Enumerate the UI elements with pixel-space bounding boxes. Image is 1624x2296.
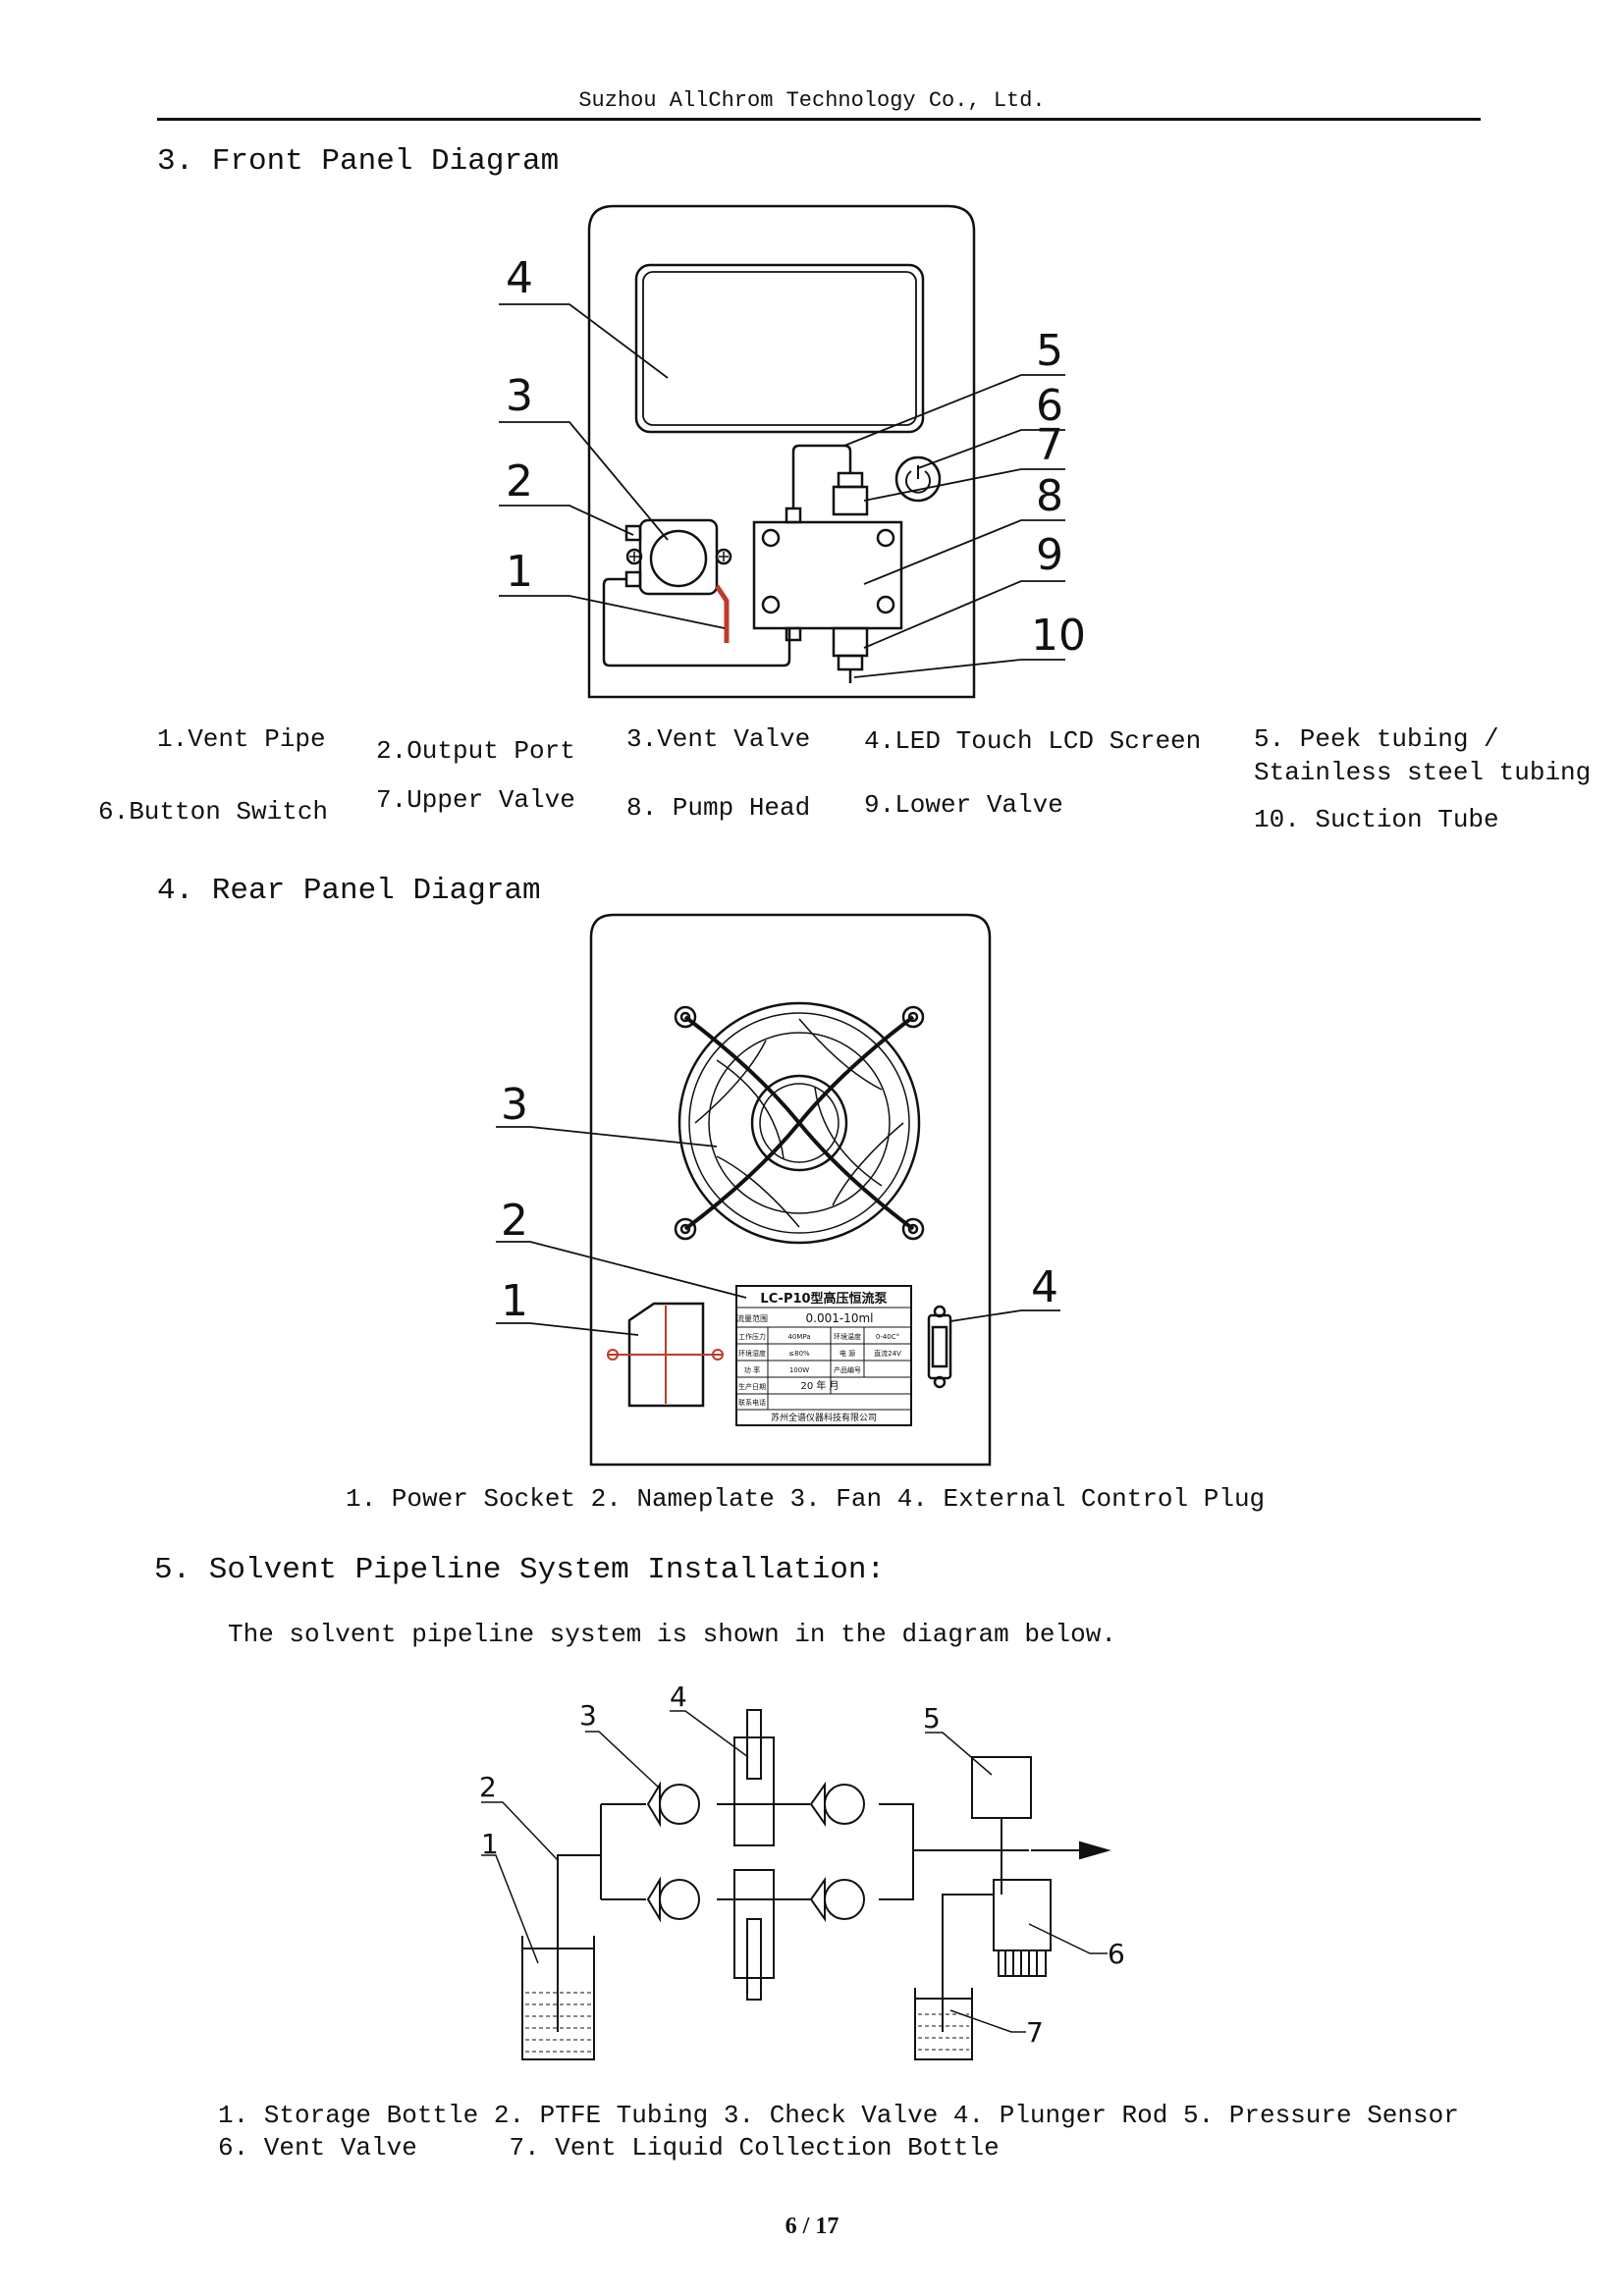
front-callout-5: 5 (1036, 326, 1063, 376)
fan (674, 1001, 925, 1245)
front-legend-9: 9.Lower Valve (864, 790, 1063, 820)
nameplate-r2-label: 工作压力 (738, 1332, 766, 1341)
check-valve-upper-right (809, 1781, 865, 1828)
solvent-callout-3: 3 (579, 1699, 597, 1732)
solvent-callout-7: 7 (1026, 2016, 1044, 2049)
solvent-callout-2: 2 (479, 1771, 497, 1803)
plunger-rod-lower (733, 1869, 775, 1979)
header-rule (157, 118, 1481, 121)
front-legend-1: 1.Vent Pipe (157, 724, 326, 754)
nameplate-r3-value: ≤80% (788, 1350, 810, 1358)
front-legend-5b: Stainless steel tubing (1254, 758, 1592, 787)
rear-legend: 1. Power Socket 2. Nameplate 3. Fan 4. E… (346, 1484, 1266, 1514)
front-legend-5a: 5. Peek tubing / (1254, 724, 1499, 754)
nameplate-footer: 苏州全谱仪器科技有限公司 (771, 1412, 877, 1423)
nameplate-title: LC-P10型高压恒流泵 (760, 1291, 887, 1307)
front-callout-2: 2 (506, 456, 533, 507)
nameplate-r4-label2: 产品编号 (834, 1365, 861, 1374)
nameplate-r2-value: 40MPa (787, 1333, 810, 1341)
nameplate-r6-label: 联系电话 (738, 1398, 766, 1407)
nameplate-r3-value2: 直流24V (874, 1349, 901, 1358)
nameplate-r5-value: 20 年 月 (800, 1379, 839, 1392)
front-callout-8: 8 (1036, 471, 1063, 521)
front-callout-10: 10 (1031, 611, 1086, 661)
rear-callout-3: 3 (501, 1080, 528, 1130)
rear-housing (589, 913, 992, 1467)
vent-collection-bottle (914, 1988, 973, 2060)
front-callout-1: 1 (506, 547, 533, 597)
nameplate-r1-label: 流量范围 (736, 1313, 768, 1323)
front-legend-4: 4.LED Touch LCD Screen (864, 726, 1202, 756)
button-switch (894, 455, 942, 503)
front-housing (587, 204, 976, 699)
nameplate-r3-label: 环境湿度 (738, 1349, 766, 1358)
nameplate-r4-label: 功 率 (744, 1365, 760, 1374)
nameplate-r5-label: 生产日期 (738, 1382, 766, 1391)
check-valve-lower-left (646, 1876, 700, 1923)
solvent-callout-5: 5 (923, 1702, 941, 1735)
front-callout-3: 3 (506, 371, 533, 421)
front-legend-3: 3.Vent Valve (626, 724, 811, 754)
rear-callout-4: 4 (1031, 1262, 1058, 1312)
solvent-legend-line2: 6. Vent Valve 7. Vent Liquid Collection … (218, 2133, 1000, 2163)
page-number: 6 / 17 (785, 2214, 839, 2239)
solvent-callout-6: 6 (1108, 1938, 1125, 1970)
rear-callout-2: 2 (501, 1196, 528, 1246)
nameplate (735, 1285, 912, 1426)
storage-bottle (521, 1936, 595, 2060)
check-valve-lower-right (809, 1876, 865, 1923)
nameplate-r3-label2: 电 源 (839, 1349, 855, 1358)
solvent-callout-1: 1 (481, 1828, 499, 1860)
nameplate-r1-value: 0.001-10ml (806, 1311, 874, 1325)
front-callout-4: 4 (506, 253, 533, 303)
nameplate-r4-value: 100W (789, 1366, 809, 1374)
section-heading-rear-panel: 4. Rear Panel Diagram (157, 874, 541, 908)
front-callout-6: 6 (1036, 381, 1063, 431)
plunger-rod-upper (733, 1736, 775, 1846)
front-legend-7: 7.Upper Valve (376, 785, 575, 815)
solvent-intro-text: The solvent pipeline system is shown in … (228, 1620, 1116, 1649)
section-heading-solvent-pipeline: 5. Solvent Pipeline System Installation: (154, 1553, 886, 1587)
nameplate-r2-label2: 环境温度 (834, 1332, 861, 1341)
check-valve-upper-left (646, 1781, 700, 1828)
nameplate-r2-value2: 0-40C° (876, 1333, 899, 1341)
section-heading-front-panel: 3. Front Panel Diagram (157, 144, 560, 179)
front-legend-8: 8. Pump Head (626, 793, 811, 823)
pump-head (752, 520, 903, 630)
running-header: Suzhou AllChrom Technology Co., Ltd. (578, 88, 1046, 113)
front-callout-7: 7 (1036, 420, 1063, 470)
front-legend-2: 2.Output Port (376, 736, 575, 766)
front-callout-9: 9 (1036, 530, 1063, 580)
solvent-legend-line1: 1. Storage Bottle 2. PTFE Tubing 3. Chec… (218, 2101, 1459, 2130)
lcd-screen (634, 263, 925, 434)
solvent-callout-4: 4 (670, 1681, 687, 1713)
front-legend-10: 10. Suction Tube (1254, 805, 1499, 834)
front-legend-6: 6.Button Switch (98, 797, 329, 827)
rear-callout-1: 1 (501, 1276, 528, 1326)
